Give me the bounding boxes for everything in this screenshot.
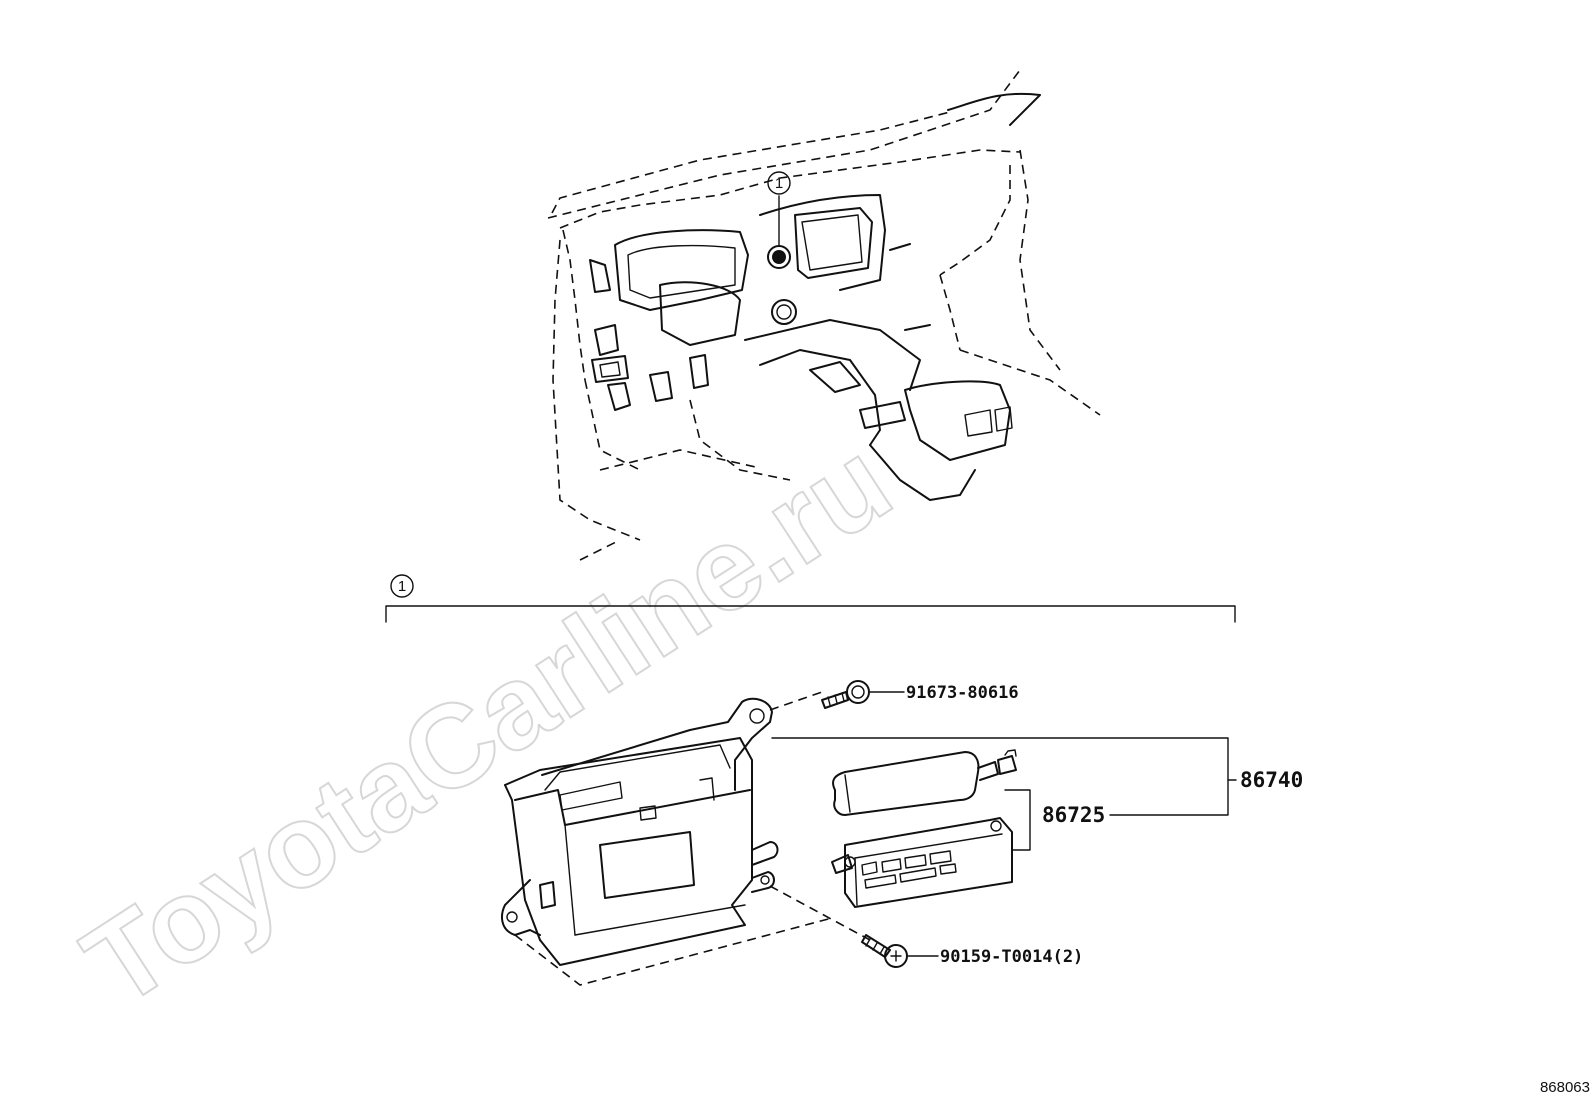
part-number-sub-assembly: 86725 (1042, 803, 1105, 827)
sub-assembly-86725 (831, 749, 1017, 908)
group-callout-number: 1 (398, 578, 406, 595)
leader-lines (771, 737, 1237, 851)
module-assembly (501, 691, 871, 986)
group-bracket: 1 (385, 574, 1236, 623)
part-number-bolt-bottom: 90159-T0014(2) (940, 947, 1083, 967)
top-callout-circle (767, 171, 791, 195)
bolt-bottom (861, 934, 939, 968)
bolt-top (821, 680, 905, 709)
part-number-assembly: 86740 (1240, 768, 1303, 792)
diagram-id: 868063 (1540, 1079, 1590, 1096)
group-callout-circle (390, 574, 414, 598)
top-callout-number: 1 (775, 175, 783, 192)
part-number-bolt-top: 91673-80616 (906, 683, 1019, 703)
watermark: ToyotaCarline.ru (62, 415, 913, 1032)
dashboard-illustration: 1 (547, 69, 1101, 561)
